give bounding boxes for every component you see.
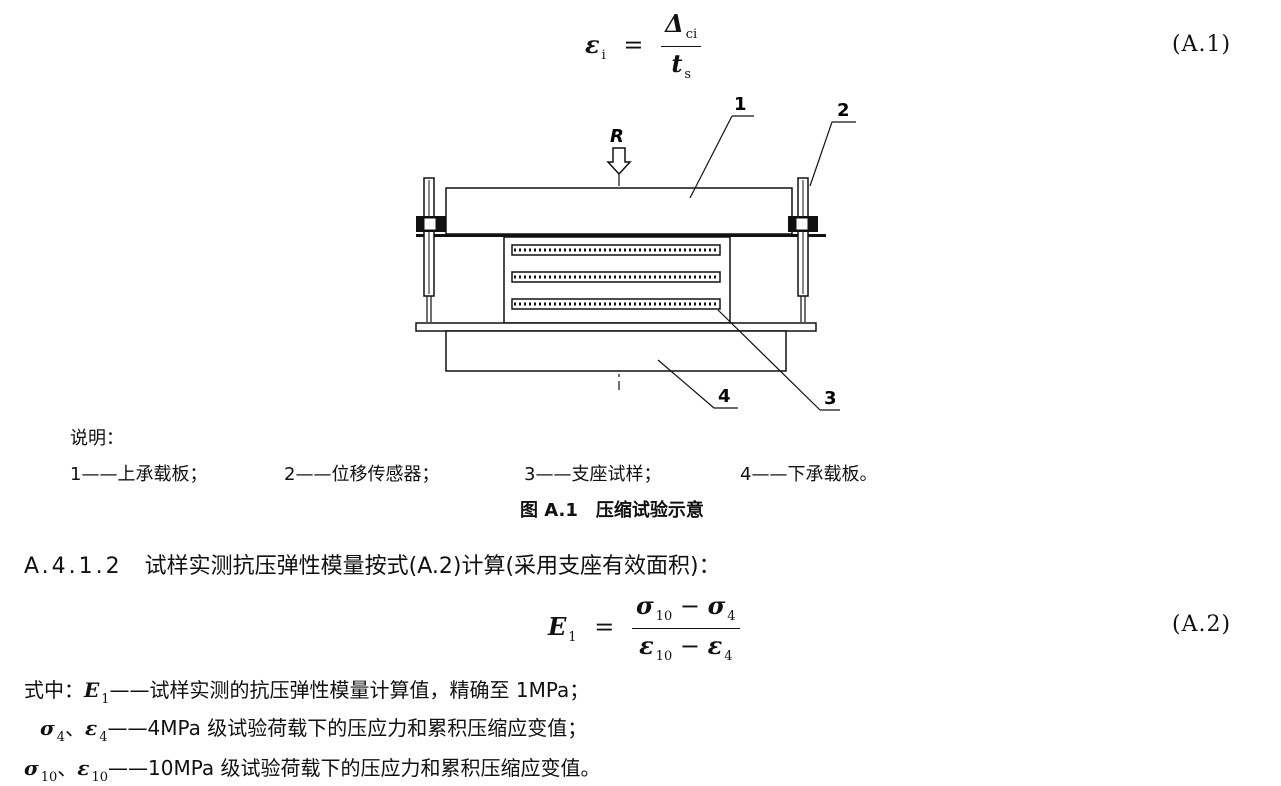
compression-test-diagram: R 1 2 3 xyxy=(415,94,856,411)
legend-item-1: 1——上承载板； xyxy=(70,464,208,485)
legend-item-3: 3——支座试样； xyxy=(524,464,662,485)
lower-flange xyxy=(415,322,817,332)
legend-title: 说明： xyxy=(70,428,124,449)
lower-bearing-plate xyxy=(445,330,787,372)
upper-flange xyxy=(416,234,826,237)
callout-1: 1 xyxy=(734,94,747,115)
figure-caption: 图 A.1 压缩试验示意 xyxy=(520,500,704,521)
upper-bearing-plate xyxy=(445,187,793,235)
steel-laminates xyxy=(511,244,721,310)
callout-3: 3 xyxy=(824,388,837,409)
clause-a4-1-2: A.4.1.2 试样实测抗压弹性模量按式(A.2)计算(采用支座有效面积)： xyxy=(24,548,721,580)
right-displacement-sensor xyxy=(788,177,818,322)
clause-text: 试样实测抗压弹性模量按式(A.2)计算(采用支座有效面积)： xyxy=(144,554,721,579)
load-arrow xyxy=(606,147,632,176)
callout-2: 2 xyxy=(837,100,850,121)
left-displacement-sensor xyxy=(416,177,446,322)
equation-a2-number: (A.2) xyxy=(1172,612,1232,637)
load-label: R xyxy=(610,126,624,147)
legend-item-4: 4——下承载板。 xyxy=(740,464,878,485)
callout-4: 4 xyxy=(718,386,731,407)
clause-number: A.4.1.2 xyxy=(24,554,123,579)
equation-a1-number: (A.1) xyxy=(1172,32,1232,57)
legend-item-2: 2——位移传感器； xyxy=(284,464,440,485)
